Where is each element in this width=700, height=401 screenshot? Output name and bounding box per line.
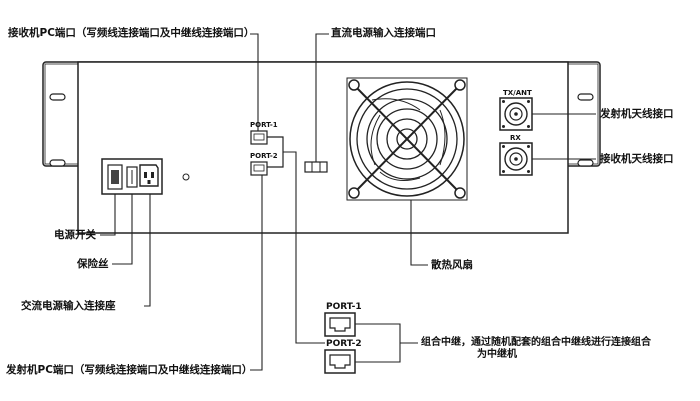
- leader-fuse: [112, 194, 133, 265]
- mounting-slot-bottom-right: [577, 159, 594, 167]
- leader-ports-detail: [283, 151, 325, 344]
- rx-label: RX: [510, 134, 521, 142]
- mounting-slot-top-left: [49, 93, 66, 101]
- detail-port-1: [324, 312, 356, 337]
- tx-pc-port-label: 发射机PC端口（写频线连接端口及中继线连接端口）: [6, 364, 253, 376]
- leader-ac-input: [144, 194, 151, 307]
- cooling-fan-label: 散热风扇: [431, 259, 473, 271]
- leader-dc-input: [315, 33, 329, 162]
- power-switch-label: 电源开关: [54, 229, 96, 241]
- combine-repeater-label: 组合中继，通过随机配套的组合中继线进行连接组合: [421, 337, 651, 348]
- cooling-fan-icon: [346, 77, 468, 201]
- combine-bracket: [355, 323, 401, 363]
- panel-port-1: [250, 130, 268, 145]
- ground-screw: [182, 173, 190, 181]
- detail-port2-label: PORT-2: [326, 339, 362, 349]
- mounting-slot-top-right: [577, 93, 594, 101]
- tx-ant-label: TX/ANT: [503, 89, 532, 97]
- panel-port-2: [250, 161, 268, 176]
- ac-socket-icon: [139, 164, 159, 187]
- mounting-slot-bottom-left: [49, 159, 66, 167]
- dc-input-label: 直流电源输入连接端口: [331, 27, 436, 39]
- detail-port-2: [324, 349, 356, 374]
- leader-lines: [100, 33, 596, 371]
- panel-port1-label: PORT-1: [250, 121, 278, 129]
- leader-rx-pc-port: [250, 33, 259, 131]
- rx-pc-port-label: 接收机PC端口（写频线连接端口及中继线连接端口）: [8, 27, 255, 39]
- ac-input-label: 交流电源输入连接座: [21, 300, 116, 312]
- leader-cooling-fan: [410, 200, 428, 266]
- tx-antenna-connector: [499, 97, 533, 131]
- fuse-label: 保险丝: [77, 258, 109, 270]
- dc-connector: [304, 161, 328, 173]
- tx-antenna-label: 发射机天线接口: [600, 108, 674, 120]
- rx-antenna-connector: [499, 142, 533, 176]
- power-module: [101, 158, 163, 195]
- leader-tx-pc-port: [250, 175, 263, 371]
- leader-power-switch: [100, 194, 116, 236]
- rx-antenna-label: 接收机天线接口: [600, 153, 674, 165]
- detail-port1-label: PORT-1: [326, 302, 362, 312]
- combine-repeater-label-2: 为中继机: [477, 349, 517, 360]
- panel-port2-label: PORT-2: [250, 152, 278, 160]
